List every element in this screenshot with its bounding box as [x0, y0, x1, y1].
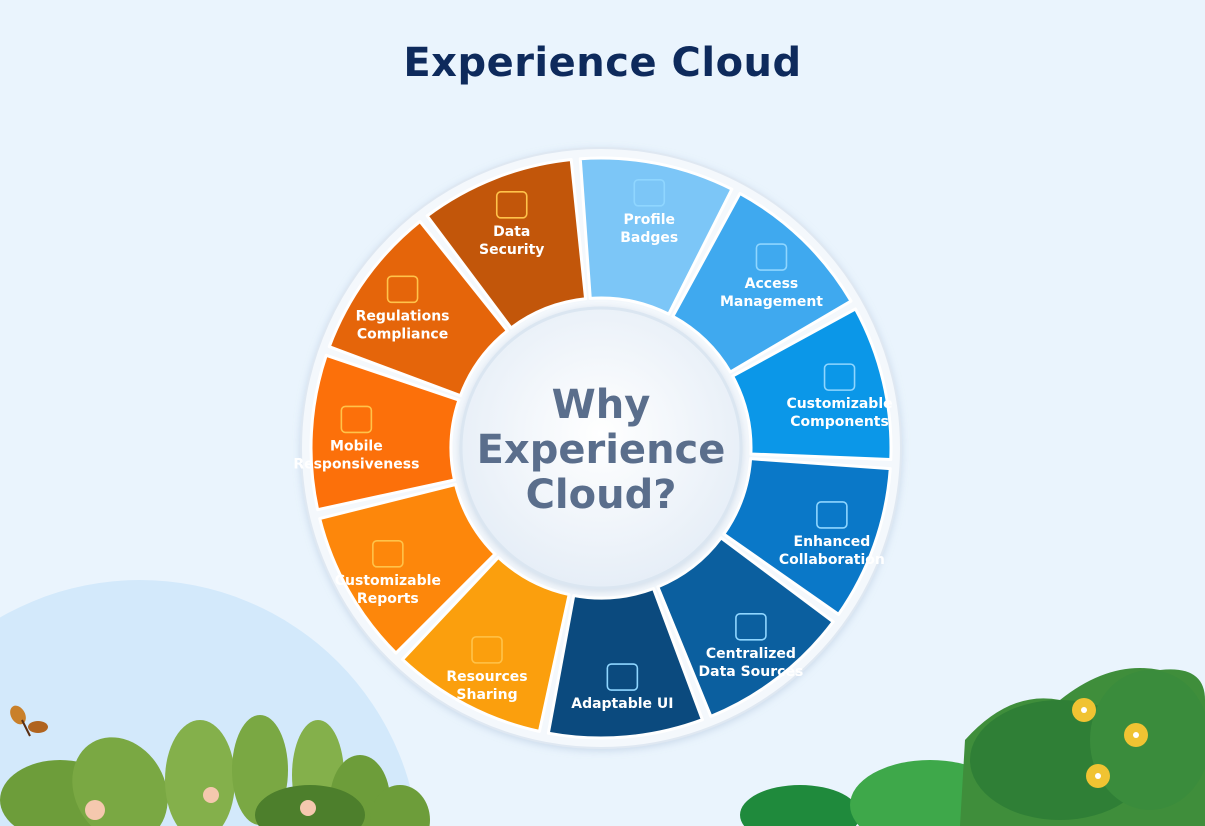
- segment-wheel: ProfileBadgesAccessManagementCustomizabl…: [293, 156, 893, 740]
- flower-icon: [300, 800, 316, 816]
- segment-label: Adaptable UI: [571, 696, 673, 712]
- segment-label: Data: [493, 224, 530, 240]
- segment-label: Sharing: [456, 687, 517, 703]
- left-bushes: [0, 715, 430, 826]
- segment-shape: [425, 158, 588, 330]
- center-line-3: Cloud?: [526, 472, 677, 518]
- segment-label: Data Sources: [699, 664, 804, 680]
- segment-label: Security: [479, 242, 544, 258]
- certificate-icon: [386, 275, 419, 304]
- segment-label: Profile: [624, 212, 675, 228]
- id-badge-star-icon: [633, 179, 666, 207]
- segment-adaptable-ui: Adaptable UI: [546, 587, 704, 740]
- segment-label: Resources: [446, 669, 527, 685]
- phone-touch-icon: [340, 405, 373, 434]
- segment-label: Enhanced: [794, 534, 871, 550]
- server-lock-icon: [495, 191, 528, 219]
- right-bushes: [740, 668, 1205, 826]
- team-upload-icon: [816, 501, 848, 529]
- segment-shape: [327, 219, 509, 398]
- segment-label: Compliance: [357, 326, 448, 342]
- segment-shape: [401, 555, 571, 733]
- segment-shape: [722, 457, 892, 616]
- segment-shape: [671, 191, 853, 374]
- segment-shape: [656, 536, 835, 718]
- background-decoration: [0, 580, 1205, 826]
- flower-icon: [85, 800, 105, 820]
- segment-label: Badges: [620, 230, 678, 246]
- segment-label: Access: [745, 276, 799, 292]
- segment-label: Reports: [357, 591, 419, 607]
- segment-label: Collaboration: [779, 552, 885, 568]
- file-exchange-icon: [471, 636, 503, 664]
- devices-share-icon: [606, 663, 639, 691]
- segment-label: Components: [790, 414, 889, 430]
- segment-label: Management: [720, 294, 823, 310]
- segment-shape: [309, 353, 461, 512]
- segment-label: Customizable: [335, 573, 441, 589]
- center-line-2: Experience: [477, 427, 726, 473]
- segment-shape: [546, 587, 704, 740]
- gear-components-icon: [823, 363, 856, 391]
- segment-shape: [578, 156, 734, 316]
- segment-label: Customizable: [786, 396, 892, 412]
- segment-label: Responsiveness: [293, 456, 419, 472]
- flower-icon: [203, 787, 219, 803]
- page-title: Experience Cloud: [403, 40, 802, 86]
- segment-shape: [731, 307, 893, 462]
- center-circle: [459, 306, 743, 590]
- database-network-icon: [735, 612, 767, 641]
- butterfly-icon: [10, 705, 48, 737]
- segment-label: Regulations: [356, 308, 450, 324]
- user-lock-icon: [755, 243, 788, 271]
- center-line-1: Why: [552, 382, 651, 428]
- segment-shape: [318, 482, 497, 655]
- report-gear-icon: [372, 540, 404, 568]
- segment-label: Centralized: [706, 646, 796, 662]
- segment-label: Mobile: [330, 438, 383, 454]
